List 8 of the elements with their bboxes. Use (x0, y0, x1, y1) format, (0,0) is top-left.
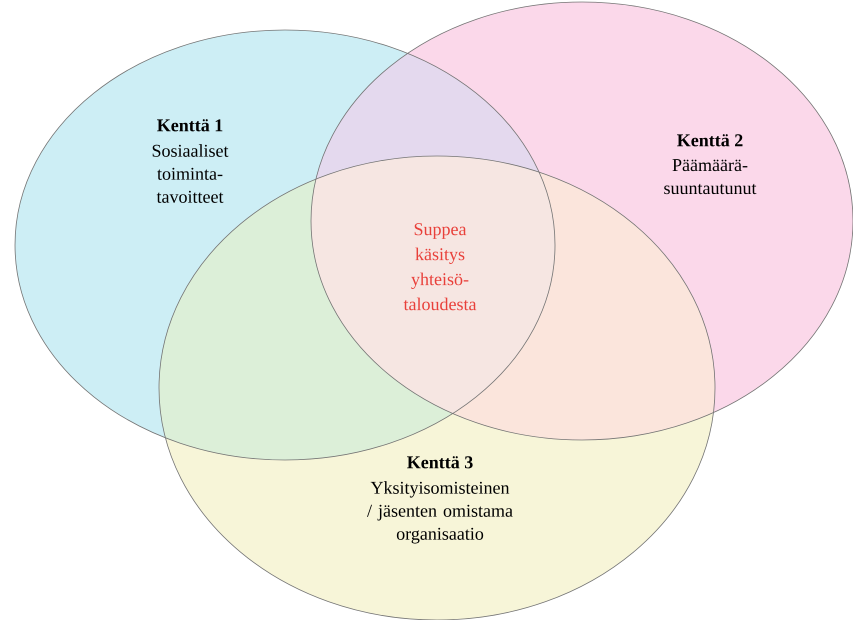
heading: Kenttä 1 (157, 119, 222, 132)
heading: Kenttä 3 (407, 456, 473, 468)
description: Päämäärä- suuntautunut (664, 159, 756, 194)
description: Sosiaaliset toiminta- tavoitteet (152, 144, 228, 203)
center-label: Suppea käsitys yhteisö- taloudesta (404, 223, 476, 310)
ellipse (310, 2, 853, 440)
description: Yksityisomisteinen / jäsenten omistama organisaatio (367, 481, 513, 544)
heading: Kenttä 2 (677, 134, 742, 146)
